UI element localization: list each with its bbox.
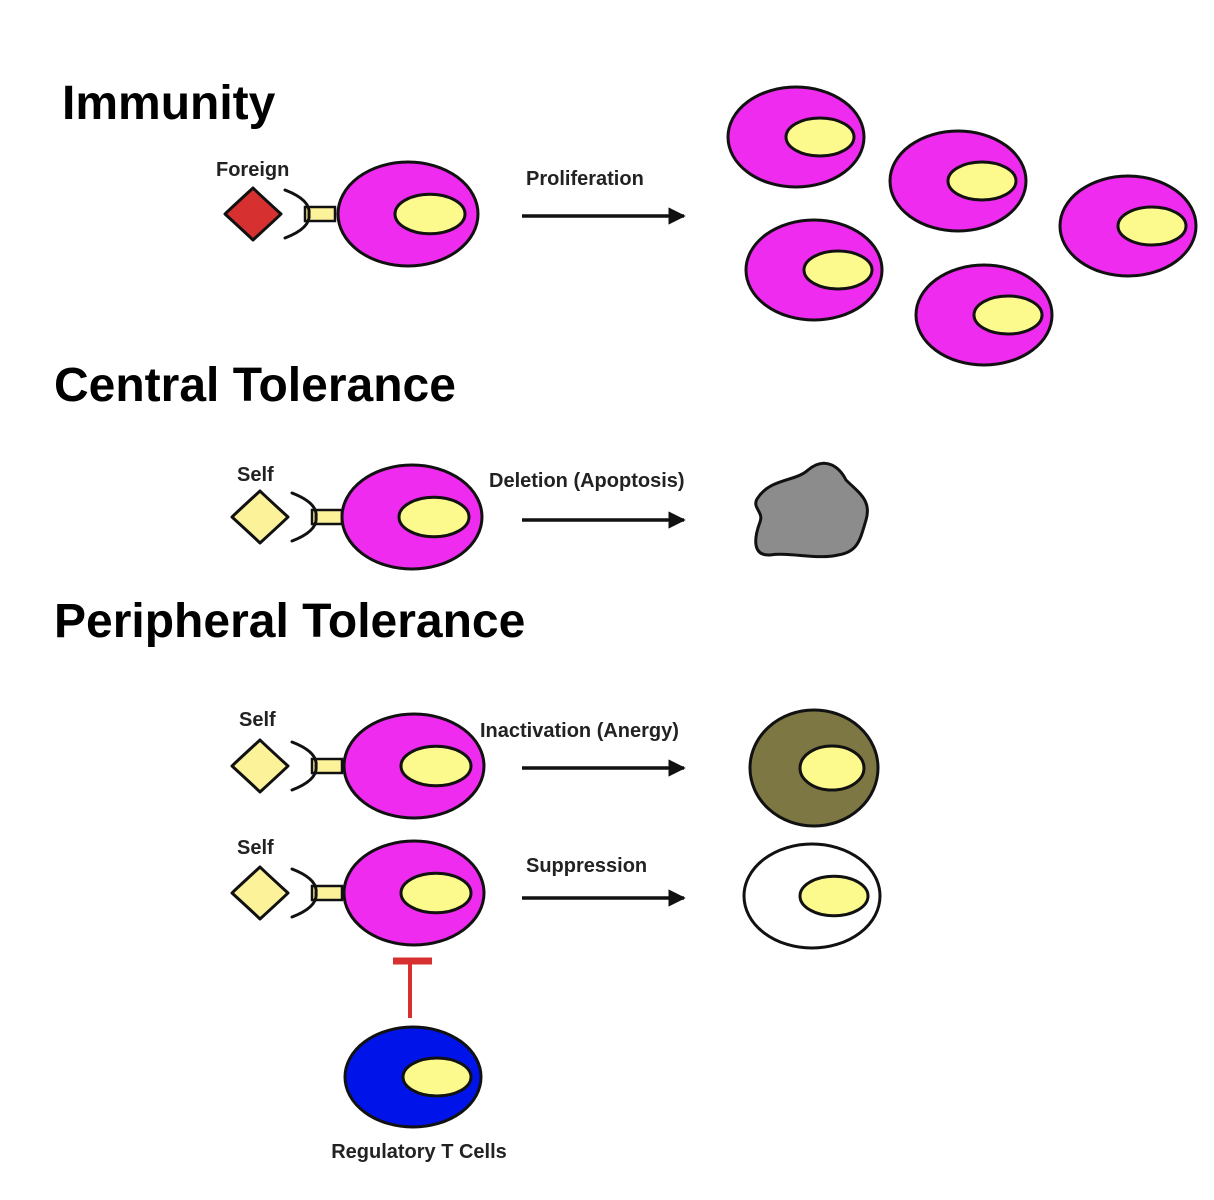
cell-nucleus: [798, 744, 866, 792]
heading-peripheral-tolerance: Peripheral Tolerance: [54, 595, 526, 648]
cell-nucleus: [397, 495, 471, 539]
proliferated-t-cell: [744, 218, 884, 322]
inhibition-bar-icon: [393, 957, 432, 1018]
effector-t-cell-central: [340, 463, 484, 571]
effector-t-cell-suppression: [342, 839, 486, 947]
label-deletion-apoptosis: Deletion (Apoptosis): [489, 470, 685, 492]
effector-t-cell-immunity: [336, 160, 480, 268]
apoptotic-cell-icon: [754, 461, 869, 559]
heading-immunity: Immunity: [62, 77, 276, 130]
receptor-stalk: [310, 757, 344, 775]
proliferating-cells-icon: [726, 85, 1198, 367]
label-proliferation: Proliferation: [526, 168, 644, 190]
central-receptor: [290, 491, 344, 543]
receptor-stalk: [303, 205, 337, 223]
label-self-anergy: Self: [239, 709, 276, 731]
foreign-antigen-diamond-icon: [223, 186, 283, 242]
cell-nucleus: [1116, 205, 1188, 247]
cell-nucleus: [972, 294, 1044, 336]
anergic-cell-icon: [748, 708, 880, 828]
suppressed-cell-icon: [742, 842, 882, 950]
cell-nucleus: [798, 874, 870, 918]
self-antigen-diamond-icon: [230, 865, 290, 921]
regulatory-t-cell-icon: [343, 1025, 483, 1129]
label-suppression: Suppression: [526, 855, 648, 877]
self-antigen-diamond-icon: [230, 738, 290, 794]
label-self-suppression: Self: [237, 837, 274, 859]
receptor-arms: [290, 491, 318, 543]
effector-t-cell-anergy: [342, 712, 486, 820]
receptor-arms: [283, 188, 311, 240]
receptor-arms: [290, 867, 318, 919]
label-regulatory-t-cells: Regulatory T Cells: [331, 1141, 507, 1163]
suppression-receptor: [290, 867, 344, 919]
anergy-receptor: [290, 740, 344, 792]
label-self-central: Self: [237, 464, 274, 486]
proliferated-t-cell: [914, 263, 1054, 367]
cell-nucleus: [399, 871, 473, 915]
label-foreign-antigen: Foreign: [216, 159, 290, 181]
proliferated-t-cell: [726, 85, 866, 189]
cell-nucleus: [399, 744, 473, 788]
receptor-stalk: [310, 884, 344, 902]
receptor-arms: [290, 740, 318, 792]
cell-nucleus: [802, 249, 874, 291]
cell-nucleus: [784, 116, 856, 158]
heading-central-tolerance: Central Tolerance: [54, 359, 456, 412]
proliferated-t-cell: [1058, 174, 1198, 278]
cell-nucleus: [946, 160, 1018, 202]
immunity-receptor: [283, 188, 337, 240]
label-inactivation-anergy: Inactivation (Anergy): [480, 720, 679, 742]
cell-nucleus: [393, 192, 467, 236]
self-antigen-diamond-icon: [230, 489, 290, 545]
proliferated-t-cell: [888, 129, 1028, 233]
cell-nucleus: [401, 1056, 473, 1098]
